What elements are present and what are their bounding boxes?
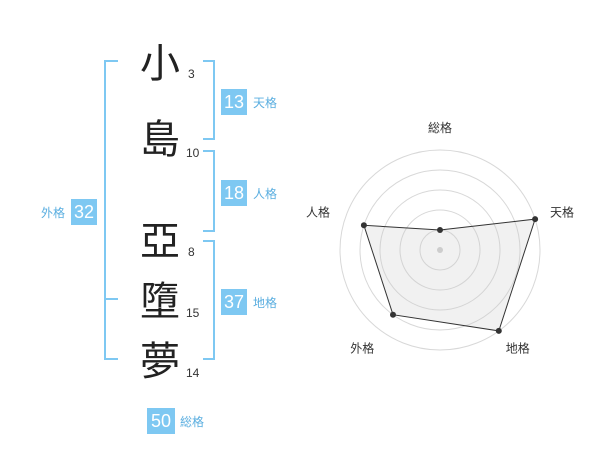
chikaku-bracket: [213, 240, 215, 358]
tenkaku-bracket: [213, 60, 215, 138]
jinkaku-bracket: [213, 150, 215, 230]
gaikaku-bracket-top: [104, 60, 118, 62]
jinkaku-bracket-bottom: [203, 230, 215, 232]
soukaku-label: 総格: [180, 415, 205, 429]
tenkaku-bracket-top: [203, 60, 215, 62]
tenkaku-label: 天格: [253, 96, 278, 110]
radar-point-5: [360, 222, 367, 229]
chikaku-bracket-top: [203, 240, 215, 242]
name-char-2: 島: [140, 117, 180, 163]
radar-point-4: [390, 311, 396, 318]
radar-ring-3: [379, 189, 501, 311]
stroke-count-1: 3: [188, 67, 195, 81]
radar-axis-label-1: 総格: [428, 120, 452, 135]
jinkaku-value: 18: [221, 180, 247, 206]
jinkaku-bracket-top: [203, 150, 215, 152]
tenkaku-value: 13: [221, 89, 247, 115]
name-char-4: 墮: [140, 279, 180, 325]
name-char-3: 亞: [140, 219, 180, 265]
radar-axis-label-4: 外格: [350, 341, 374, 356]
gaikaku-bracket-bottom: [104, 358, 118, 360]
stroke-count-5: 14: [186, 366, 200, 380]
gaikaku-bracket-mid: [104, 298, 118, 300]
radar-point-2: [532, 216, 539, 223]
stroke-count-4: 15: [186, 306, 200, 320]
radar-center-dot: [437, 247, 443, 253]
name-char-5: 夢: [140, 339, 180, 385]
gaikaku-bracket: [104, 60, 106, 358]
radar-ring-4: [359, 169, 521, 331]
chikaku-label: 地格: [253, 296, 278, 310]
radar-axis-label-2: 天格: [550, 204, 574, 219]
tenkaku-bracket-bottom: [203, 138, 215, 140]
chikaku-value: 37: [221, 289, 247, 315]
radar-series-polygon: [363, 218, 536, 332]
jinkaku-label: 人格: [253, 187, 278, 201]
radar-ring-5: [339, 149, 541, 351]
chikaku-bracket-bottom: [203, 358, 215, 360]
gaikaku-label: 外格: [41, 206, 66, 220]
radar-point-3: [495, 327, 502, 334]
radar-ring-2: [399, 209, 481, 291]
stroke-count-3: 8: [188, 245, 195, 259]
radar-axis-label-5: 人格: [306, 204, 330, 219]
name-char-1: 小: [140, 41, 180, 87]
radar-axis-label-3: 地格: [506, 341, 530, 356]
soukaku-value: 50: [147, 408, 175, 434]
radar-point-1: [437, 227, 443, 233]
stroke-count-2: 10: [186, 146, 200, 160]
gaikaku-value: 32: [71, 199, 97, 225]
